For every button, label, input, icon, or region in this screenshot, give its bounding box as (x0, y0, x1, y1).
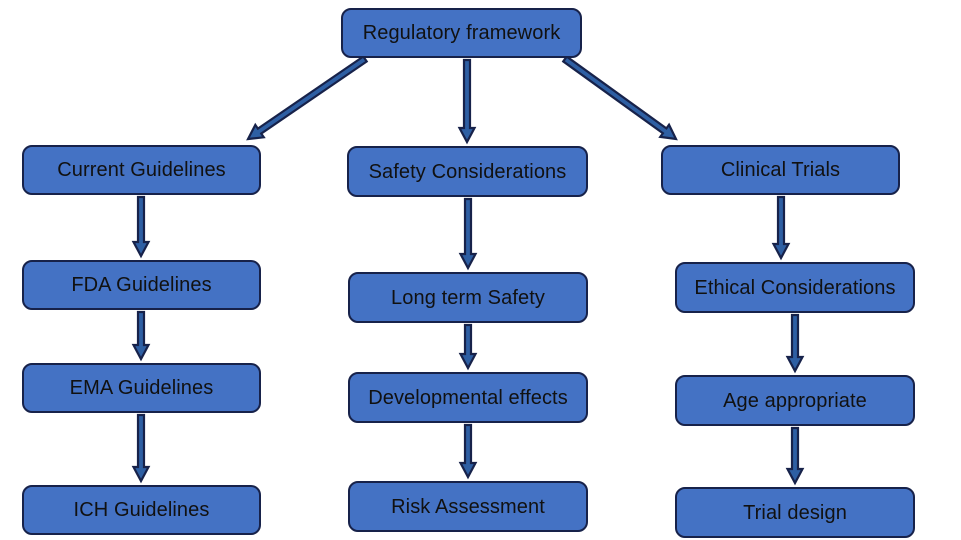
node-label: EMA Guidelines (69, 377, 214, 399)
node-current-guidelines[interactable]: Current Guidelines (22, 145, 261, 195)
node-fda-guidelines[interactable]: FDA Guidelines (22, 260, 261, 310)
node-safety-considerations[interactable]: Safety Considerations (347, 146, 588, 197)
node-risk-assessment[interactable]: Risk Assessment (348, 481, 588, 532)
arrow-edge-root-to-safety-considerations (457, 58, 477, 145)
node-label: Long term Safety (391, 286, 545, 309)
node-ema-guidelines[interactable]: EMA Guidelines (22, 363, 261, 413)
node-label: Risk Assessment (391, 495, 545, 518)
node-label: Ethical Considerations (694, 276, 896, 299)
node-label: Current Guidelines (57, 159, 226, 181)
arrow-edge-age-to-trial-design (785, 426, 805, 486)
arrow-edge-ethical-to-age (785, 313, 805, 374)
node-clinical-trials[interactable]: Clinical Trials (661, 145, 900, 195)
arrow-edge-fda-to-ema (131, 310, 151, 362)
arrow-edge-clinical-to-ethical (771, 195, 791, 261)
node-label: Developmental effects (368, 386, 568, 409)
arrow-edge-current-to-fda (131, 195, 151, 259)
node-label: Trial design (743, 501, 847, 524)
arrow-edge-developmental-to-risk (458, 423, 478, 480)
node-label: Clinical Trials (720, 159, 841, 181)
node-label: ICH Guidelines (73, 499, 210, 521)
node-age-appropriate[interactable]: Age appropriate (675, 375, 915, 426)
arrow-edge-safety-to-long-term (458, 197, 478, 271)
node-label: Regulatory framework (362, 22, 561, 44)
arrow-edge-root-to-current-guidelines (246, 54, 369, 141)
node-ich-guidelines[interactable]: ICH Guidelines (22, 485, 261, 535)
arrow-edge-root-to-clinical-trials (561, 55, 678, 141)
node-long-term-safety[interactable]: Long term Safety (348, 272, 588, 323)
arrow-edge-long-term-to-developmental (458, 323, 478, 371)
node-label: Safety Considerations (368, 160, 567, 183)
node-ethical-considerations[interactable]: Ethical Considerations (675, 262, 915, 313)
node-regulatory-framework[interactable]: Regulatory framework (341, 8, 582, 58)
node-developmental-effects[interactable]: Developmental effects (348, 372, 588, 423)
node-trial-design[interactable]: Trial design (675, 487, 915, 538)
node-label: Age appropriate (723, 389, 867, 412)
arrow-edge-ema-to-ich (131, 413, 151, 484)
node-label: FDA Guidelines (71, 274, 212, 296)
